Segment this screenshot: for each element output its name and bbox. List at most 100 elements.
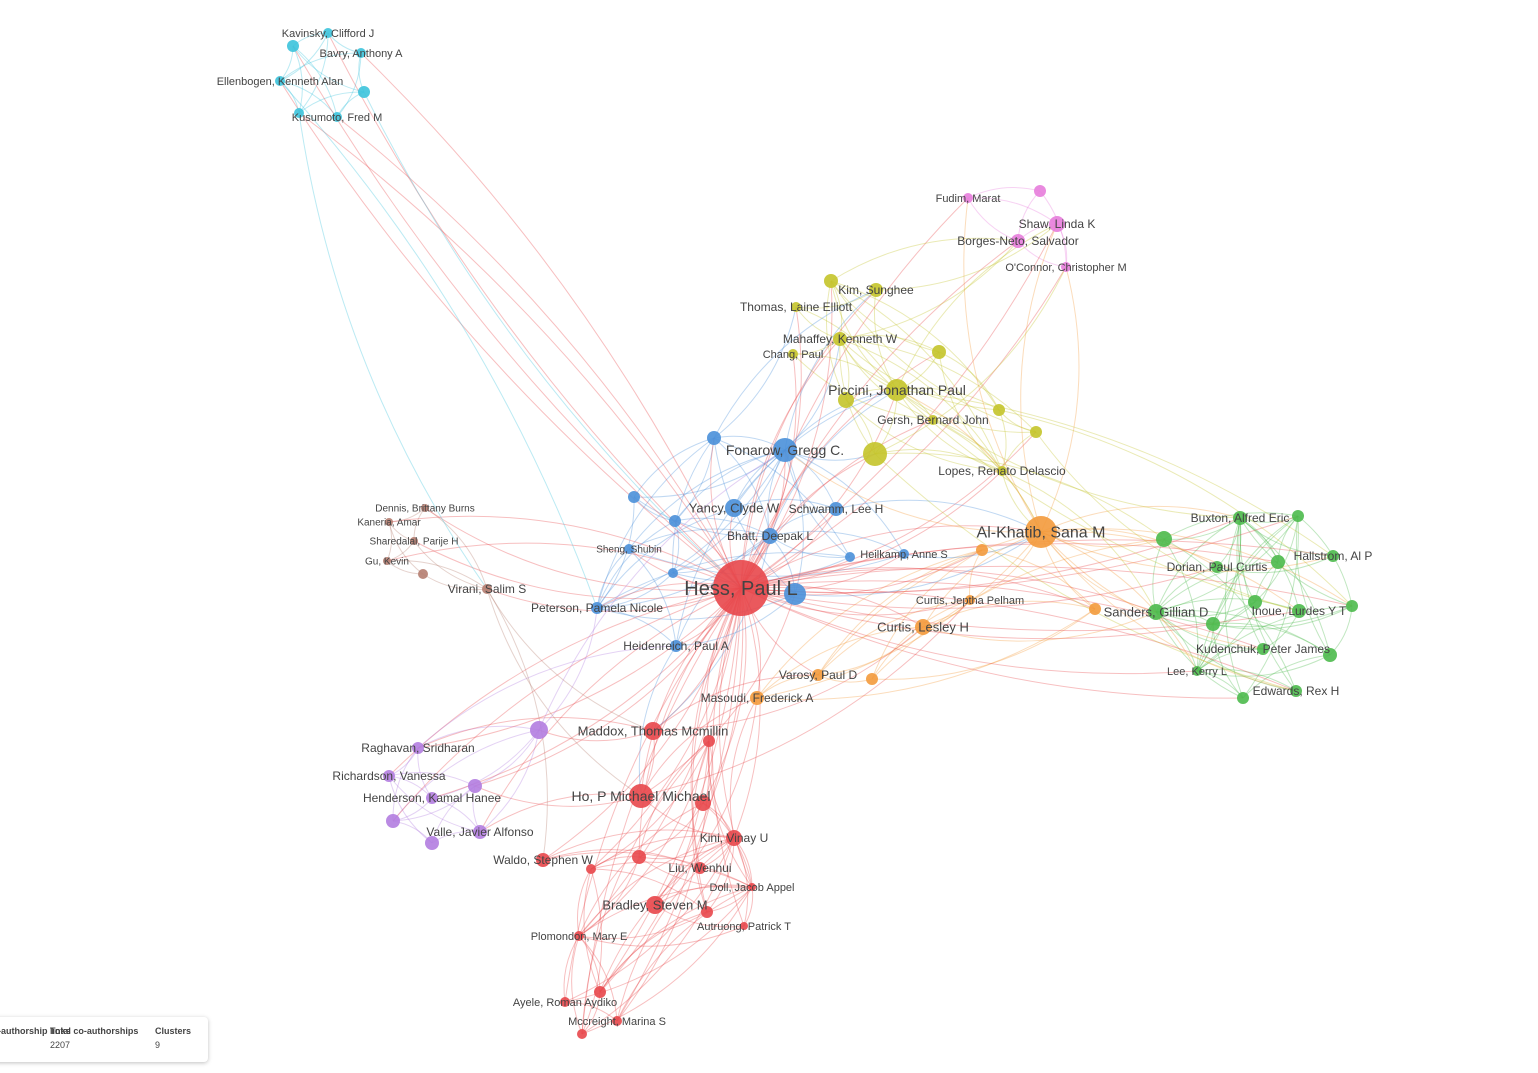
author-node-dorian[interactable] [1211, 561, 1223, 573]
author-label-raghavan[interactable]: Raghavan, Sridharan [361, 741, 474, 755]
author-label-hess[interactable]: Hess, Paul L [684, 578, 797, 600]
author-label-piccini[interactable]: Piccini, Jonathan Paul [828, 382, 966, 398]
author-label-oconnor[interactable]: O'Connor, Christopher M [1005, 262, 1126, 274]
author-label-richardson[interactable]: Richardson, Vanessa [332, 769, 446, 783]
author-node-kini[interactable] [726, 830, 742, 846]
author-label-ellenbogen[interactable]: Ellenbogen, Kenneth Alan [217, 76, 344, 88]
author-node-piccini[interactable] [886, 379, 908, 401]
author-node-borges[interactable] [1011, 234, 1025, 248]
author-node-y_c[interactable] [824, 274, 838, 288]
author-node-curtislh[interactable] [915, 619, 931, 635]
author-node-g_d[interactable] [1248, 595, 1262, 609]
author-label-sheng[interactable]: Sheng, Shubin [596, 545, 662, 556]
author-node-raghavan[interactable] [412, 742, 424, 754]
author-label-fudim[interactable]: Fudim, Marat [936, 193, 1001, 205]
author-node-ellenbogen[interactable] [275, 76, 285, 86]
author-label-edwards[interactable]: Edwards, Rex H [1253, 684, 1340, 698]
author-label-fonarow[interactable]: Fonarow, Gregg C. [726, 442, 844, 458]
author-label-curtislh[interactable]: Curtis, Lesley H [877, 620, 969, 635]
author-label-maddox[interactable]: Maddox, Thomas Mcmillin [578, 724, 729, 739]
author-node-peterson[interactable] [591, 602, 603, 614]
author-node-virani[interactable] [482, 584, 492, 594]
author-node-valle[interactable] [473, 825, 487, 839]
author-node-p_a[interactable] [530, 721, 548, 739]
author-label-inoue[interactable]: Inoue, Lurdes Y T [1252, 604, 1347, 618]
author-label-kavinsky[interactable]: Kavinsky, Clifford J [282, 28, 375, 40]
author-node-g_e[interactable] [1206, 617, 1220, 631]
author-label-mccreight[interactable]: Mccreight, Marina S [568, 1016, 666, 1028]
author-node-mahaffey[interactable] [833, 332, 847, 346]
author-label-kim[interactable]: Kim, Sunghee [838, 283, 914, 297]
author-node-dennis[interactable] [421, 504, 429, 512]
author-label-kini[interactable]: Kini, Vinay U [700, 831, 768, 845]
author-node-b_a[interactable] [784, 583, 806, 605]
author-label-valle[interactable]: Valle, Javier Alfonso [426, 825, 533, 839]
author-node-o_b[interactable] [1089, 603, 1101, 615]
author-label-heilkamp[interactable]: Heilkamp, Anne S [860, 549, 947, 561]
author-label-buxton[interactable]: Buxton, Alfred Eric [1191, 511, 1290, 525]
author-node-mccreight[interactable] [612, 1016, 622, 1026]
author-node-chang[interactable] [788, 349, 798, 359]
author-node-ho[interactable] [629, 784, 653, 808]
author-node-heidenreich[interactable] [670, 640, 682, 652]
author-label-sharedalal[interactable]: Sharedalal, Parije H [370, 537, 459, 548]
author-node-y_b[interactable] [838, 392, 854, 408]
author-label-ayele[interactable]: Ayele, Roman Aydiko [513, 997, 617, 1009]
author-label-heidenreich[interactable]: Heidenreich, Paul A [623, 639, 728, 653]
author-node-c_b[interactable] [358, 86, 370, 98]
author-node-k_a[interactable] [1034, 185, 1046, 197]
author-node-oconnor[interactable] [1061, 262, 1071, 272]
author-label-gu[interactable]: Gu, Kevin [365, 557, 409, 568]
author-node-bhatt[interactable] [762, 528, 778, 544]
author-node-r_c[interactable] [632, 850, 646, 864]
author-node-g_c[interactable] [1271, 555, 1285, 569]
author-label-liu[interactable]: Liu, Wenhui [668, 861, 731, 875]
author-node-p_b[interactable] [468, 779, 482, 793]
author-node-autruong[interactable] [740, 922, 748, 930]
author-node-kim[interactable] [869, 283, 883, 297]
author-node-hallstrom[interactable] [1327, 550, 1339, 562]
author-label-doll[interactable]: Doll, Jacob Appel [710, 882, 795, 894]
author-label-yancy[interactable]: Yancy, Clyde W [689, 501, 780, 516]
author-node-o_c[interactable] [866, 673, 878, 685]
author-label-dennis[interactable]: Dennis, Brittany Burns [375, 504, 475, 515]
author-node-masoudi[interactable] [750, 691, 764, 705]
author-node-g_h[interactable] [1237, 692, 1249, 704]
author-node-kusumoto[interactable] [332, 112, 342, 122]
author-node-inoue[interactable] [1292, 604, 1306, 618]
author-label-shaw[interactable]: Shaw, Linda K [1019, 217, 1096, 231]
author-node-gu[interactable] [383, 557, 391, 565]
author-node-bradley[interactable] [646, 896, 664, 914]
author-label-hallstrom[interactable]: Hallstrom, Al P [1294, 549, 1373, 563]
author-node-lee[interactable] [1192, 666, 1202, 676]
author-label-chang[interactable]: Chang, Paul [763, 349, 824, 361]
author-node-maddox[interactable] [644, 722, 662, 740]
author-label-peterson[interactable]: Peterson, Pamela Nicole [531, 601, 663, 615]
author-node-c_c[interactable] [294, 108, 304, 118]
author-node-p_d[interactable] [425, 836, 439, 850]
author-node-edwards[interactable] [1290, 685, 1302, 697]
author-label-bavry[interactable]: Bavry, Anthony A [320, 48, 404, 60]
author-node-yancy[interactable] [725, 499, 743, 517]
author-node-y_d[interactable] [932, 345, 946, 359]
author-node-fudim[interactable] [963, 193, 973, 203]
author-label-waldo[interactable]: Waldo, Stephen W [493, 853, 593, 867]
author-node-r_d[interactable] [586, 864, 596, 874]
author-node-bavry[interactable] [356, 48, 366, 58]
author-node-y_f[interactable] [1030, 426, 1042, 438]
author-node-g_b[interactable] [1292, 510, 1304, 522]
author-node-g_g[interactable] [1323, 648, 1337, 662]
author-node-heilkamp[interactable] [899, 549, 909, 559]
author-node-r_g[interactable] [577, 1029, 587, 1039]
author-label-masoudi[interactable]: Masoudi, Frederick A [701, 691, 814, 705]
author-node-g_f[interactable] [1346, 600, 1358, 612]
author-node-p_c[interactable] [386, 814, 400, 828]
author-node-b_d[interactable] [669, 515, 681, 527]
author-label-kaneria[interactable]: Kaneria, Amar [357, 518, 421, 529]
author-node-thomas[interactable] [791, 302, 801, 312]
author-label-ho[interactable]: Ho, P Michael Michael [571, 788, 710, 804]
author-label-varosy[interactable]: Varosy, Paul D [779, 668, 858, 682]
author-label-virani[interactable]: Virani, Salim S [448, 582, 526, 596]
author-label-lopes[interactable]: Lopes, Renato Delascio [938, 464, 1066, 478]
